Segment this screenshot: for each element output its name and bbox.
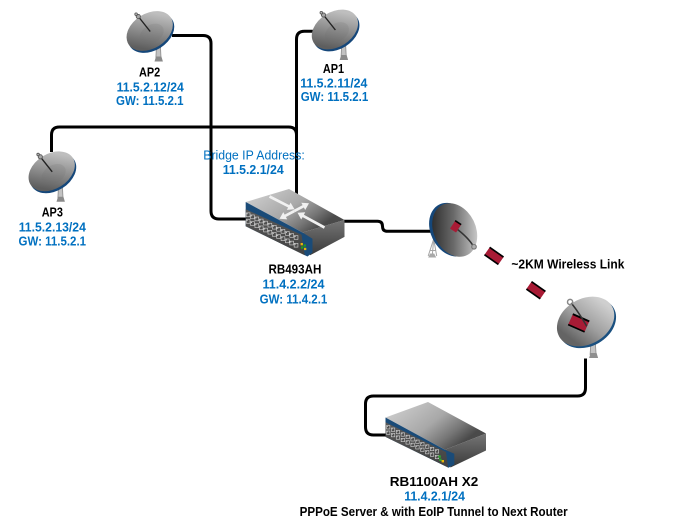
svg-text:RB493AH: RB493AH [268,262,321,276]
svg-text:11.5.2.1/24: 11.5.2.1/24 [223,163,284,177]
svg-text:~2KM Wireless Link: ~2KM Wireless Link [511,258,625,272]
svg-text:PPPoE Server & with EoIP Tunne: PPPoE Server & with EoIP Tunnel to Next … [300,505,568,519]
svg-text:11.5.2.12/24: 11.5.2.12/24 [117,80,184,94]
svg-text:GW: 11.5.2.1: GW: 11.5.2.1 [301,90,369,104]
svg-text:AP2: AP2 [139,66,160,80]
svg-text:AP3: AP3 [42,206,63,220]
svg-text:11.5.2.13/24: 11.5.2.13/24 [19,221,86,235]
svg-text:GW: 11.5.2.1: GW: 11.5.2.1 [116,94,184,108]
svg-text:Bridge IP Address:: Bridge IP Address: [203,148,305,162]
svg-text:11.5.2.11/24: 11.5.2.11/24 [300,77,367,91]
svg-text:11.4.2.2/24: 11.4.2.2/24 [263,278,325,292]
svg-text:11.4.2.1/24: 11.4.2.1/24 [404,490,465,504]
svg-text:GW: 11.5.2.1: GW: 11.5.2.1 [19,234,87,248]
svg-text:GW: 11.4.2.1: GW: 11.4.2.1 [260,292,328,306]
svg-text:RB1100AH X2: RB1100AH X2 [390,475,479,489]
svg-text:AP1: AP1 [323,62,344,76]
